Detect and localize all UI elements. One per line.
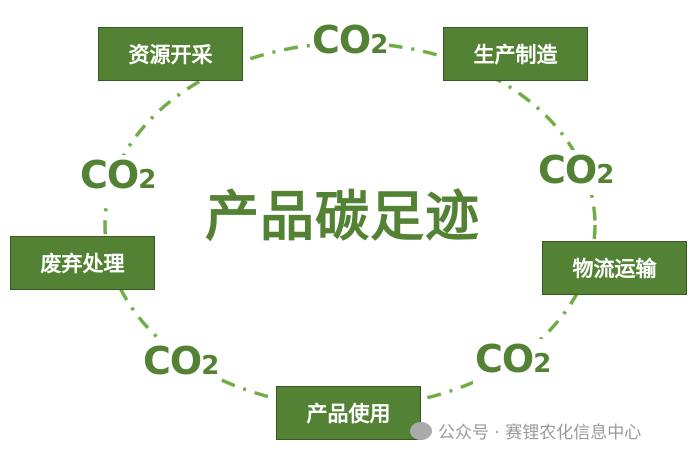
stage-disposal: 废弃处理 [10, 236, 155, 290]
watermark: 公众号 · 赛锂农化信息中心 [410, 418, 641, 443]
stage-resource-extraction: 资源开采 [98, 27, 243, 81]
co2-label: CO2 [536, 150, 616, 195]
co2-label: CO2 [310, 20, 390, 65]
wechat-icon [410, 421, 432, 440]
stage-production: 生产制造 [443, 27, 588, 81]
stage-usage: 产品使用 [276, 386, 421, 440]
co2-label: CO2 [141, 341, 221, 386]
diagram-title: 产品碳足迹 [205, 185, 480, 248]
stage-logistics: 物流运输 [542, 241, 687, 295]
watermark-text: 公众号 · 赛锂农化信息中心 [438, 423, 642, 443]
co2-label: CO2 [78, 155, 158, 200]
co2-label: CO2 [473, 339, 553, 384]
